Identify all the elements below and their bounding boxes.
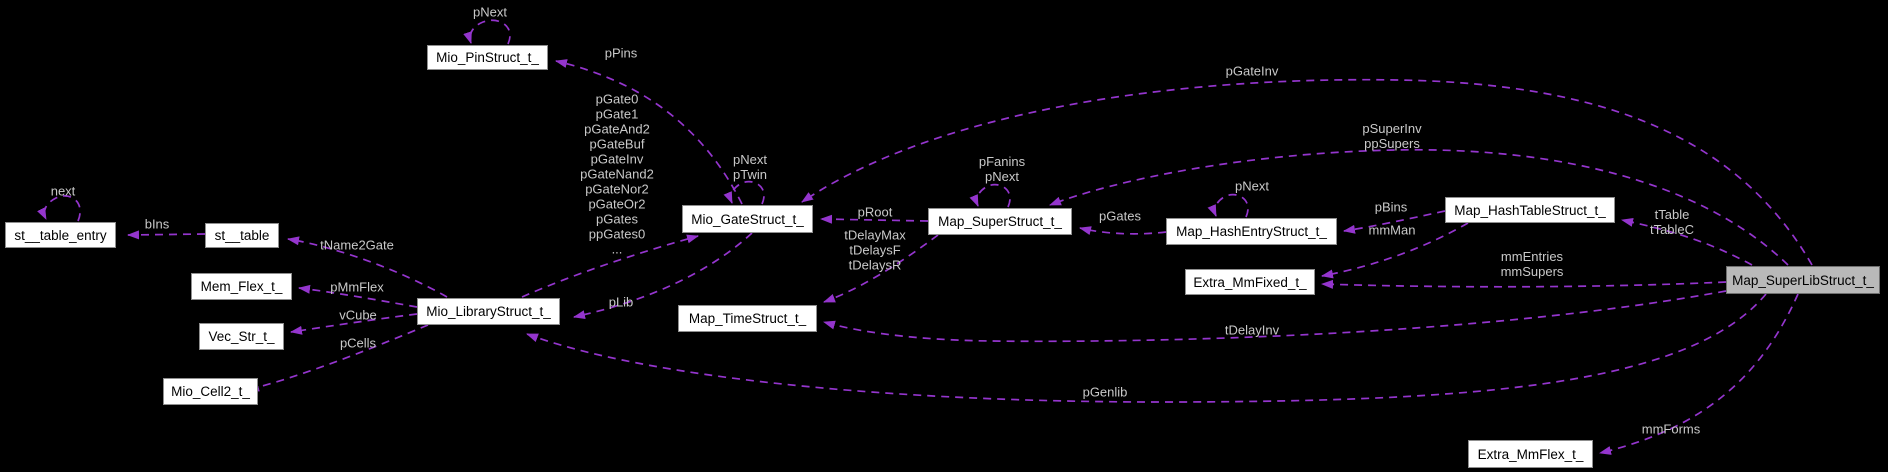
node-map-hashtablestruct[interactable]: Map_HashTableStruct_t_ [1445,197,1615,223]
edge-plib [573,232,753,320]
node-label: Mio_LibraryStruct_t_ [426,304,551,319]
node-label: Mio_PinStruct_t_ [436,50,539,65]
edge-label-ppins: pPins [604,45,638,61]
edge-label-pgateinv: pGateInv [1225,63,1279,79]
edge-label-mmman: mmMan [1368,222,1416,238]
node-label: Extra_MmFlex_t_ [1477,446,1584,462]
node-mem-flex[interactable]: Mem_Flex_t_ [191,273,292,300]
edge-mmforms [1599,293,1799,455]
node-label: Map_HashTableStruct_t_ [1454,202,1606,218]
edge-pgates [1079,226,1167,236]
edge-label-pgates: pGates [1099,208,1141,224]
edge-super-self-loop [969,183,1011,208]
edge-gate-fields [521,234,699,298]
node-st-table-entry[interactable]: st__table_entry [5,222,116,248]
node-label: st__table_entry [14,227,107,243]
edge-label-pbins: pBins [1374,199,1408,215]
node-extra-mmflex[interactable]: Extra_MmFlex_t_ [1468,440,1593,468]
node-mio-cell2[interactable]: Mio_Cell2_t_ [163,378,258,405]
edge-tdelayinv [823,290,1727,343]
node-label: Mio_Cell2_t_ [171,384,250,399]
edge-mmman [1321,222,1469,279]
edge-gate-self-loop [723,180,765,205]
edge-label-plib: pLib [608,294,634,310]
edge-label-tdelayinv: tDelayInv [1224,322,1280,338]
node-mio-gatestruct[interactable]: Mio_GateStruct_t_ [682,205,813,233]
edge-label-pcells: pCells [339,335,377,351]
edge-next-self-loop [37,195,81,222]
edge-vcube [290,313,418,335]
edge-bins [127,230,206,240]
edge-label-next: next [50,183,76,199]
node-st-table[interactable]: st__table [205,223,279,248]
edge-pin-pnext-self-loop [463,19,511,45]
node-map-hashentrystruct[interactable]: Map_HashEntryStruct_t_ [1166,218,1337,245]
node-map-superstruct[interactable]: Map_SuperStruct_t_ [928,208,1072,235]
edge-ttable [1621,217,1753,266]
node-label: Mem_Flex_t_ [200,279,283,294]
node-mio-librarystruct[interactable]: Mio_LibraryStruct_t_ [417,298,560,325]
edge-psuperinv [1049,148,1789,266]
node-vec-str[interactable]: Vec_Str_t_ [199,323,284,350]
edge-label-tname2gate: tName2Gate [320,237,394,253]
edge-proot [820,214,929,224]
node-label: Map_HashEntryStruct_t_ [1176,224,1327,239]
node-label: Extra_MmFixed_t_ [1193,274,1307,290]
edge-label-pmmflex: pMmFlex [330,279,384,295]
edge-ppins [555,59,743,205]
edge-tname2gate [287,236,448,298]
edge-label-hash-pnext: pNext [1235,178,1269,194]
node-map-superlibstruct-current: Map_SuperLibStruct_t_ [1726,266,1880,294]
edge-label-bins: bIns [144,216,170,232]
edge-label-proot: pRoot [857,204,893,220]
edge-pcells [247,324,429,392]
node-label: st__table [214,228,270,243]
node-label: Map_TimeStruct_t_ [688,311,807,326]
edge-label-vcube: vCube [339,307,377,323]
edge-label-pgenlib: pGenlib [1082,384,1128,400]
node-extra-mmfixed[interactable]: Extra_MmFixed_t_ [1185,269,1315,295]
node-label: Map_SuperStruct_t_ [938,214,1062,229]
node-label: Map_SuperLibStruct_t_ [1732,272,1874,288]
edge-label-pin-pnext: pNext [473,4,507,20]
node-map-timestruct[interactable]: Map_TimeStruct_t_ [678,305,817,332]
edge-label-mmforms: mmForms [1641,421,1701,437]
node-label: Mio_GateStruct_t_ [691,211,804,227]
edge-pmmflex [298,284,418,308]
edge-tdelays [823,234,939,303]
edge-mmentries [1321,279,1727,289]
edge-pgateinv [801,78,1813,266]
edge-hash-pnext-self-loop [1207,193,1249,218]
edge-pgenlib [526,293,1767,403]
node-label: Vec_Str_t_ [208,329,275,344]
node-mio-pinstruct[interactable]: Mio_PinStruct_t_ [427,45,548,70]
